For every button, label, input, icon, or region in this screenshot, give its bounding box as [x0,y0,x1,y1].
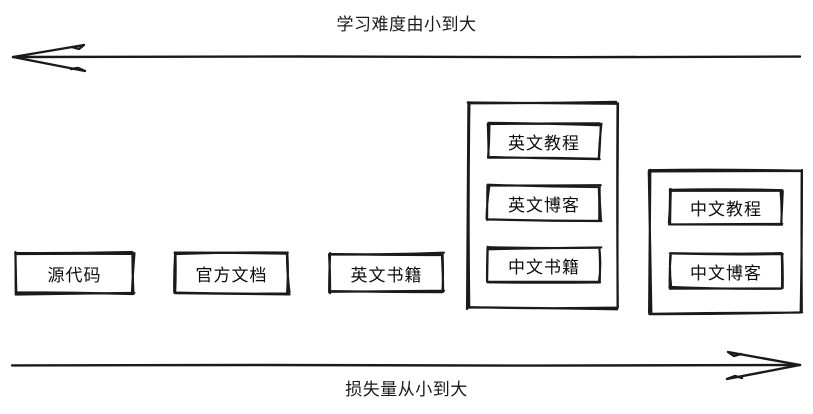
node-label: 源代码 [47,265,102,286]
node-box[interactable]: 英文教程 [486,121,603,161]
node-label: 中文教程 [690,199,762,220]
node-box[interactable]: 英文书籍 [327,251,446,295]
bottom-arrow [10,350,802,381]
sketch-border [465,100,620,311]
node-box[interactable]: 英文博客 [485,183,603,223]
node-box[interactable]: 中文教程 [667,188,784,226]
node-label: 中文书籍 [508,257,580,278]
top-arrow [11,43,802,73]
group-english-stack: 英文教程 英文博客 中文书籍 [465,100,620,311]
top-axis-label: 学习难度由小到大 [336,15,477,35]
bottom-axis-label: 损失量从小到大 [345,380,468,400]
group-chinese-stack: 中文教程 中文博客 [647,168,804,316]
sketch-border [173,251,291,296]
sketch-border [667,188,784,226]
node-box[interactable]: 源代码 [14,250,136,296]
node-box[interactable]: 中文博客 [668,251,784,290]
node-label: 英文博客 [508,195,580,216]
node-box[interactable]: 中文书籍 [485,245,603,284]
node-label: 英文书籍 [350,265,423,286]
node-label: 中文博客 [690,263,762,284]
sketch-border [485,245,603,284]
sketch-border [485,183,603,223]
sketch-border [14,250,136,296]
sketch-border [668,251,784,290]
node-label: 英文教程 [508,133,580,154]
sketch-border [647,168,804,316]
node-label: 官方文档 [195,265,268,286]
sketch-border [486,121,603,161]
sketch-border [327,251,446,295]
node-box[interactable]: 官方文档 [173,251,291,296]
